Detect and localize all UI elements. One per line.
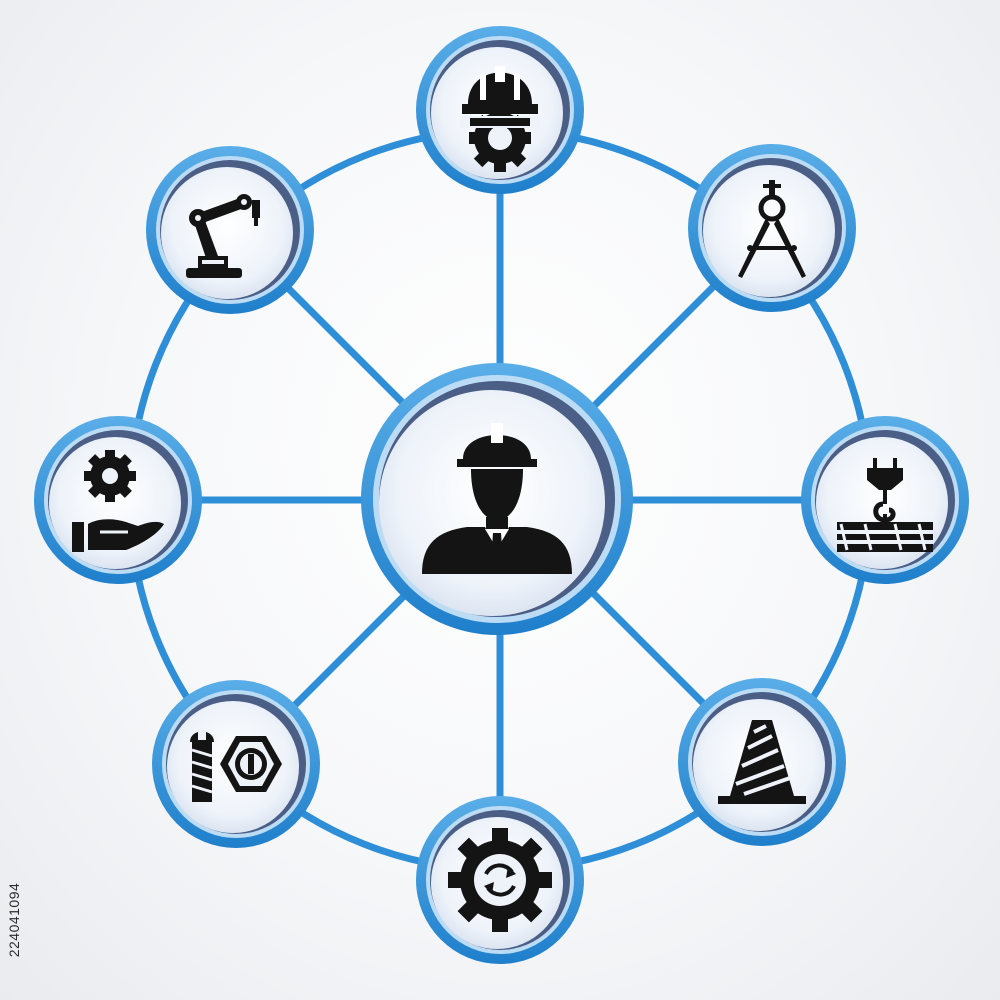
gear-refresh-icon	[448, 828, 552, 932]
node-bottom-left	[152, 680, 320, 848]
stock-id-text: 224041094	[6, 882, 22, 958]
hand-gear-icon	[72, 450, 164, 552]
node-top-left	[146, 146, 314, 314]
robot-arm-icon	[186, 194, 260, 278]
node-right	[801, 416, 969, 584]
node-top-right	[688, 144, 856, 312]
hub-node	[361, 363, 633, 635]
bolt-nut-icon	[190, 730, 282, 802]
node-top	[416, 26, 584, 194]
compass-icon	[738, 180, 806, 278]
engineer-icon	[422, 423, 572, 574]
helmet-gear-icon	[460, 66, 540, 172]
stock-id-label: 224041094	[2, 860, 26, 980]
traffic-cone-icon	[718, 720, 806, 804]
crane-hook-icon	[837, 458, 933, 552]
node-bottom	[416, 796, 584, 964]
node-left	[34, 416, 202, 584]
node-bottom-right	[678, 678, 846, 846]
